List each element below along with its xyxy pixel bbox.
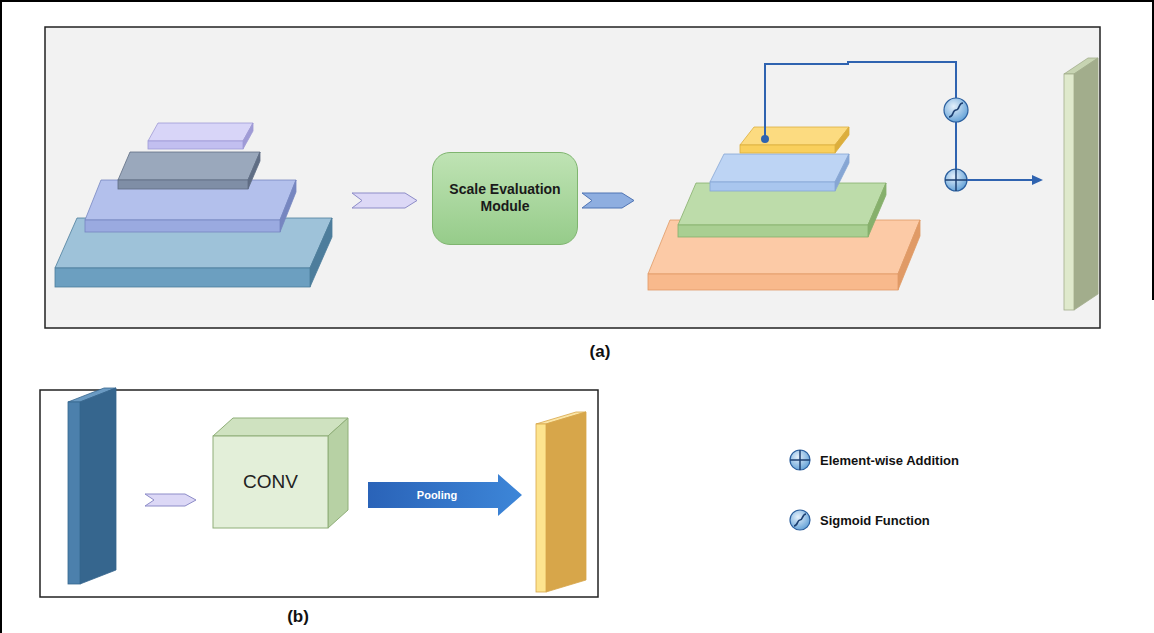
drawing-stroke <box>546 412 586 592</box>
feature-slab <box>678 183 886 237</box>
drawing-stroke <box>80 388 116 584</box>
node-text: CONV <box>243 470 298 494</box>
drawing-stroke <box>1074 58 1098 310</box>
drawing-stroke <box>213 436 328 528</box>
arrow-head <box>1032 175 1043 185</box>
drawing-stroke <box>68 402 80 584</box>
drawing-stroke <box>868 183 886 237</box>
drawing-stroke <box>835 154 849 191</box>
panel-label: (a) <box>590 342 611 362</box>
feature-slab <box>740 127 849 153</box>
drawing-stroke <box>213 418 348 436</box>
drawing-stroke <box>280 180 296 232</box>
drawing-stroke <box>55 268 310 287</box>
drawing-stroke <box>648 274 898 290</box>
wire <box>765 62 956 139</box>
drawing-stroke <box>740 145 835 153</box>
addition-symbol <box>790 450 810 470</box>
drawing-stroke <box>118 152 260 180</box>
drawing-stroke <box>243 123 253 149</box>
drawing-stroke <box>310 218 332 287</box>
drawing-stroke <box>55 58 1098 592</box>
node-text: Scale Evaluation Module <box>444 181 566 216</box>
arrow-label: Pooling <box>417 489 457 501</box>
drawing-stroke <box>678 225 868 237</box>
drawing-stroke <box>248 152 260 189</box>
drawing-stroke <box>55 218 332 268</box>
drawing-stroke <box>945 169 967 191</box>
sigmoid-symbol <box>790 510 810 530</box>
drawing-stroke <box>710 154 849 182</box>
chevron-arrow <box>352 193 417 208</box>
drawing-stroke <box>85 220 280 232</box>
drawing-stroke <box>835 127 849 153</box>
panel-b <box>40 390 598 597</box>
panel-a <box>45 27 1100 328</box>
drawing-stroke <box>794 514 806 526</box>
feature-slab <box>118 152 260 189</box>
legend-text: Element-wise Addition <box>820 453 959 468</box>
drawing-stroke <box>118 180 248 189</box>
legend-text: Sigmoid Function <box>820 513 930 528</box>
wire <box>967 179 1034 181</box>
feature-slab <box>536 412 586 592</box>
drawing-stroke <box>648 220 920 274</box>
drawing-stroke <box>790 510 810 530</box>
drawing-stroke <box>799 450 801 470</box>
drawing-stroke <box>536 424 546 592</box>
conv-box-3d <box>213 418 348 528</box>
process-box: Scale Evaluation Module <box>432 152 578 245</box>
addition-symbol <box>945 169 967 191</box>
feature-slab <box>710 154 849 191</box>
drawing-stroke <box>1064 74 1074 310</box>
wire-dot <box>761 135 769 143</box>
drawing-stroke <box>85 180 296 220</box>
drawing-stroke <box>944 98 968 122</box>
feature-slab <box>648 220 920 290</box>
wire <box>955 122 957 169</box>
drawing-stroke <box>949 103 963 117</box>
feature-slab <box>55 218 332 287</box>
drawing-stroke <box>955 169 957 191</box>
chevron-arrow <box>145 494 196 506</box>
feature-slab <box>85 180 296 232</box>
drawing-stroke <box>710 182 835 191</box>
drawing-stroke <box>148 123 253 141</box>
conv-box: CONV <box>213 436 328 528</box>
feature-slab <box>68 388 116 584</box>
feature-slab <box>148 123 253 149</box>
drawing-stroke <box>328 418 348 528</box>
pooling-arrow <box>368 474 522 516</box>
drawing-stroke <box>678 183 886 225</box>
drawing-stroke <box>148 141 243 149</box>
drawing-stroke <box>740 127 849 145</box>
panel-label: (b) <box>287 607 309 627</box>
drawing-stroke <box>898 220 920 290</box>
chevron-arrow <box>582 193 634 208</box>
feature-slab <box>1064 58 1098 310</box>
drawing-stroke <box>790 450 810 470</box>
sigmoid-symbol <box>944 98 968 122</box>
